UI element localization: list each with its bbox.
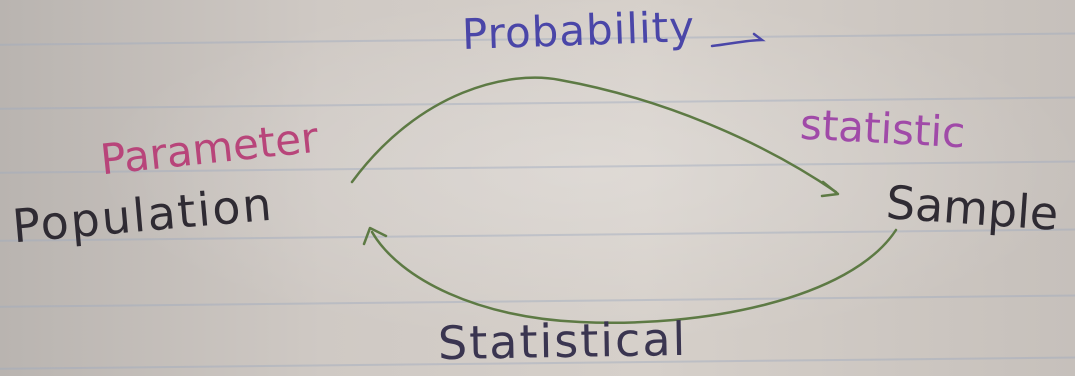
probability-arrow xyxy=(350,76,838,194)
statistical-arrowhead xyxy=(362,226,388,246)
probability-curl xyxy=(710,32,766,48)
probability-label: Probability xyxy=(461,1,696,60)
probability-arrowhead xyxy=(820,180,840,198)
statistic-label: statistic xyxy=(798,99,967,158)
statistical-label: Statistical xyxy=(437,311,688,371)
sample-node: Sample xyxy=(884,175,1061,241)
statistical-arrow xyxy=(370,228,898,325)
